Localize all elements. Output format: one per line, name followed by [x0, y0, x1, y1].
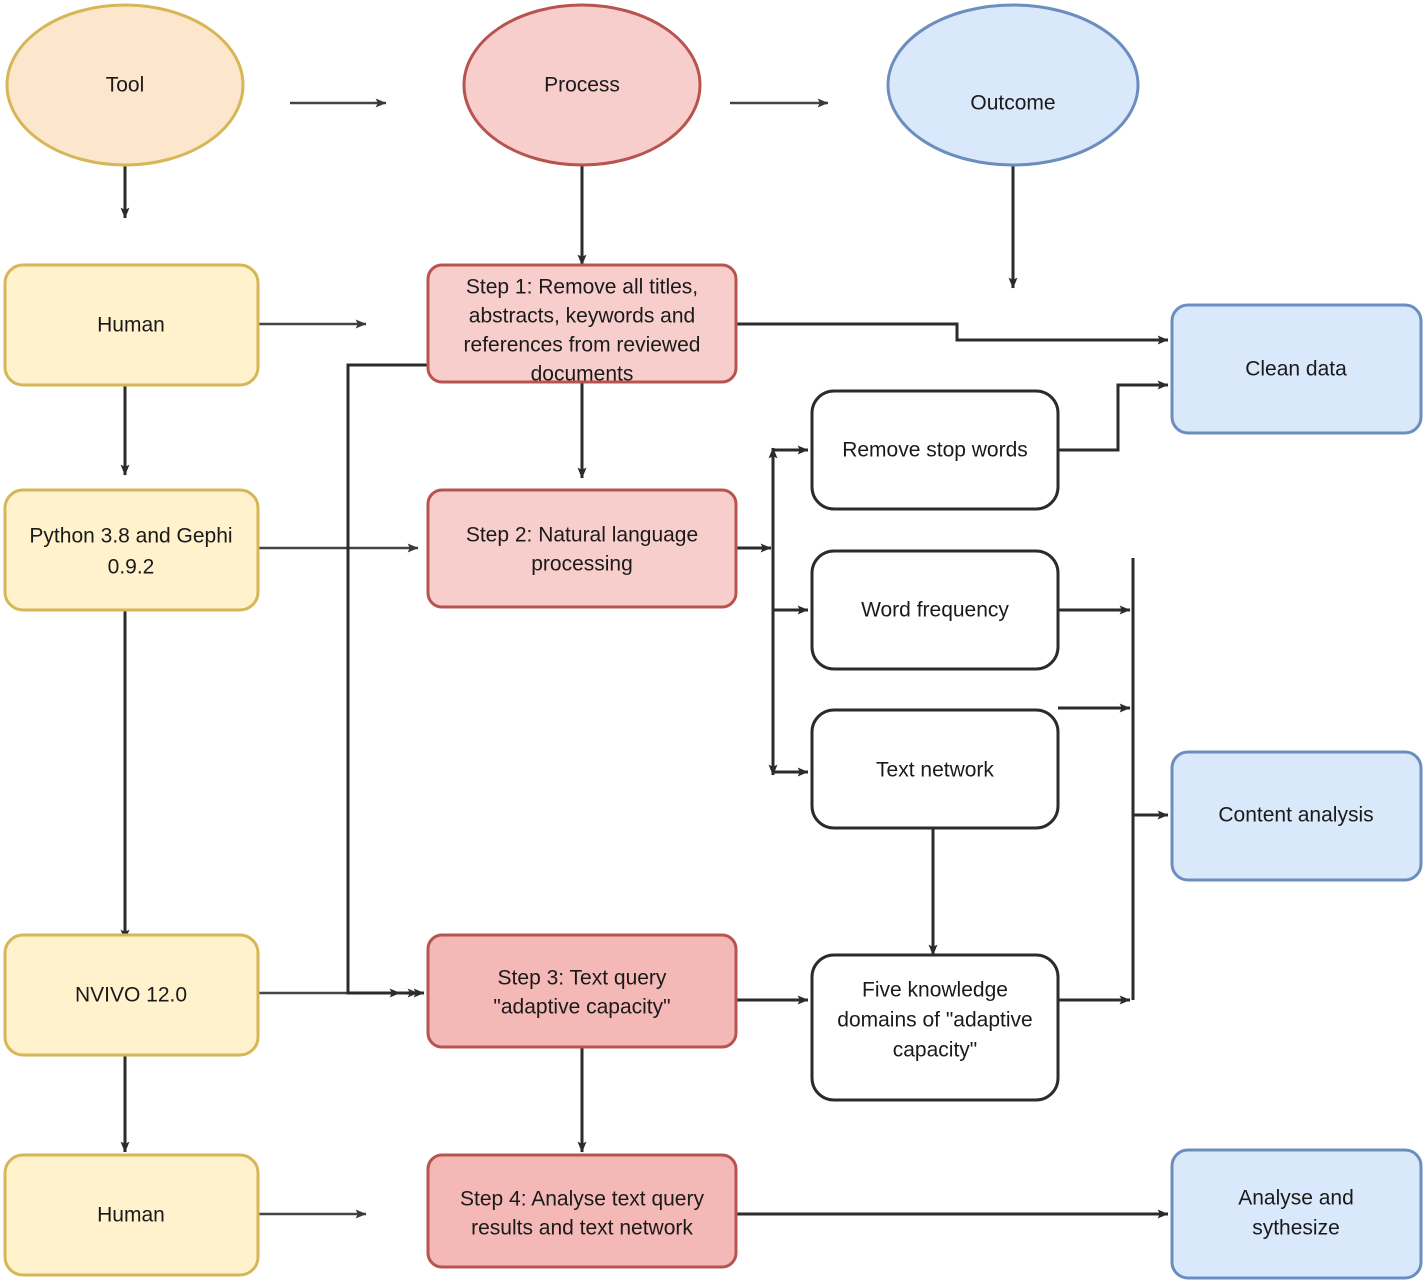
text-network-label: Text network [876, 759, 994, 782]
tool-python-gephi-label-line1: Python 3.8 and Gephi [29, 525, 232, 548]
word-frequency-label: Word frequency [861, 599, 1009, 622]
analyse-sythesize-box[interactable] [1170, 1148, 1423, 1280]
legend-outcome-ellipse[interactable] [886, 3, 1140, 167]
five-domains-label-line2: domains of "adaptive [837, 1009, 1032, 1032]
clean-data-box[interactable] [1170, 303, 1423, 435]
step-4-label-line2: results and text network [471, 1217, 693, 1240]
legend-group: Tool Process Outcome [5, 3, 1140, 167]
tool-node-nvivo[interactable]: NVIVO 12.0 [3, 933, 260, 1057]
step-2-label-line1: Step 2: Natural language [466, 524, 698, 547]
connector-remove-stop-words-to-clean-data [1058, 380, 1169, 452]
process-node-step-4[interactable]: Step 4: Analyse text query results and t… [426, 1153, 738, 1269]
step-4-label-line1: Step 4: Analyse text query [460, 1188, 704, 1211]
subprocess-column: Remove stop words Word frequency Text ne… [810, 389, 1060, 1102]
tool-human-1-box[interactable] [3, 263, 260, 387]
outcome-column: Clean data Content analysis Analyse and … [1170, 303, 1423, 1280]
text-network-box[interactable] [810, 708, 1060, 830]
content-analysis-label: Content analysis [1218, 804, 1373, 827]
tool-human-1-label: Human [97, 314, 165, 337]
legend-process-label: Process [544, 74, 620, 97]
connector-step1-bypass-to-step3 [346, 363, 430, 998]
tool-column: Human Python 3.8 and Gephi 0.9.2 NVIVO 1… [3, 263, 260, 1277]
step-1-box[interactable] [426, 263, 738, 384]
legend-tool-ellipse[interactable] [5, 3, 245, 167]
legend-tool-node[interactable]: Tool [5, 3, 245, 167]
remove-stop-words-label: Remove stop words [842, 439, 1028, 462]
process-node-step-1[interactable]: Step 1: Remove all titles, abstracts, ke… [426, 263, 738, 386]
step-2-label-line2: processing [531, 553, 633, 576]
subprocess-node-five-domains[interactable]: Five knowledge domains of "adaptive capa… [810, 953, 1060, 1102]
process-node-step-3[interactable]: Step 3: Text query "adaptive capacity" [426, 933, 738, 1049]
five-domains-box[interactable] [810, 953, 1060, 1102]
tool-human-2-label: Human [97, 1204, 165, 1227]
step-1-label-line2: abstracts, keywords and [469, 305, 695, 328]
five-domains-label-line3: capacity" [893, 1039, 978, 1062]
analyse-sythesize-label-line2: sythesize [1252, 1217, 1340, 1240]
legend-outcome-node[interactable]: Outcome [886, 3, 1140, 167]
connector-layer [120, 98, 1169, 1219]
outcome-node-analyse-sythesize[interactable]: Analyse and sythesize [1170, 1148, 1423, 1280]
tool-python-gephi-label-line2: 0.9.2 [108, 556, 155, 579]
legend-outcome-label: Outcome [970, 92, 1055, 115]
analyse-sythesize-label-line1: Analyse and [1238, 1187, 1354, 1210]
subprocess-node-remove-stop-words[interactable]: Remove stop words [810, 389, 1060, 511]
tool-node-human-2[interactable]: Human [3, 1153, 260, 1277]
step-3-box[interactable] [426, 933, 738, 1049]
word-frequency-box[interactable] [810, 549, 1060, 671]
remove-stop-words-box[interactable] [810, 389, 1060, 511]
step-1-label-line1: Step 1: Remove all titles, [466, 276, 698, 299]
tool-nvivo-box[interactable] [3, 933, 260, 1057]
outcome-node-content-analysis[interactable]: Content analysis [1170, 750, 1423, 882]
legend-process-ellipse[interactable] [462, 3, 702, 167]
tool-node-human-1[interactable]: Human [3, 263, 260, 387]
step-1-label-line4: documents [531, 363, 634, 386]
clean-data-label: Clean data [1245, 358, 1347, 381]
step-1-label-line3: references from reviewed [464, 334, 701, 357]
process-column: Step 1: Remove all titles, abstracts, ke… [426, 263, 738, 1269]
tool-python-gephi-box[interactable] [3, 488, 260, 612]
tool-nvivo-label: NVIVO 12.0 [75, 984, 187, 1007]
legend-process-node[interactable]: Process [462, 3, 702, 167]
subprocess-node-text-network[interactable]: Text network [810, 708, 1060, 830]
legend-tool-label: Tool [106, 74, 145, 97]
connector-step1-to-clean-data [735, 322, 1169, 345]
process-node-step-2[interactable]: Step 2: Natural language processing [426, 488, 738, 609]
step-3-label-line1: Step 3: Text query [498, 967, 667, 990]
five-domains-label-line1: Five knowledge [862, 979, 1008, 1002]
outcome-node-clean-data[interactable]: Clean data [1170, 303, 1423, 435]
step-3-label-line2: "adaptive capacity" [493, 996, 670, 1019]
tool-human-2-box[interactable] [3, 1153, 260, 1277]
tool-node-python-gephi[interactable]: Python 3.8 and Gephi 0.9.2 [3, 488, 260, 612]
content-analysis-box[interactable] [1170, 750, 1423, 882]
subprocess-node-word-frequency[interactable]: Word frequency [810, 549, 1060, 671]
step-4-box[interactable] [426, 1153, 738, 1269]
step-2-box[interactable] [426, 488, 738, 609]
